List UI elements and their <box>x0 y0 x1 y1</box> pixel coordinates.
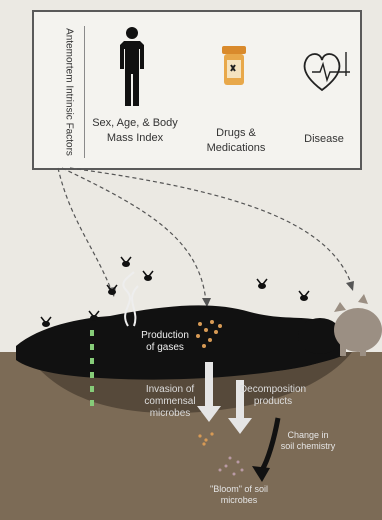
influence-arrows <box>58 168 352 302</box>
label-invasion-of-microbes: Invasion of commensal microbes <box>140 384 200 420</box>
influence-arrowheads <box>108 281 354 307</box>
label-soil-bloom: "Bloom" of soil microbes <box>204 484 274 506</box>
label-production-of-gases: Production of gases <box>138 330 192 354</box>
scavenger-animal <box>334 294 382 356</box>
label-soil-chemistry: Change in soil chemistry <box>280 430 336 452</box>
label-decomposition-products: Decomposition products <box>238 384 308 408</box>
